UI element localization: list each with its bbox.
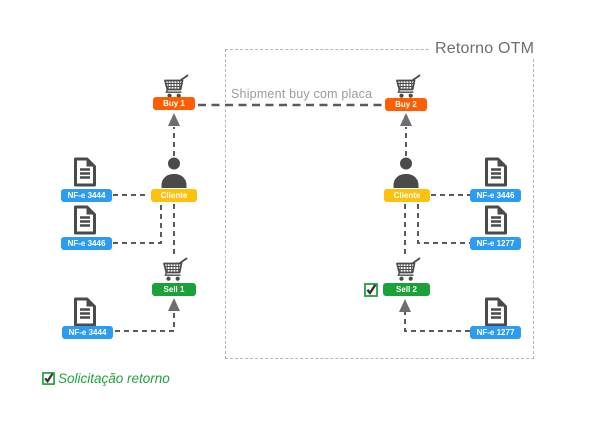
nfe-1277-mid-badge: NF-e 1277 [470,237,521,250]
document-icon [71,156,99,188]
document-icon [482,296,510,328]
retorno-otm-box [225,49,534,359]
arrow-up-icon [400,113,412,126]
cart-icon [392,74,421,99]
wire-cliente2-nfe1277 [417,204,470,244]
sell1-badge: Sell 1 [152,283,196,296]
sell2-badge: Sell 2 [383,283,430,296]
person-icon [160,157,188,188]
cart-icon [159,257,188,282]
legend: Solicitação retorno [42,371,170,386]
wire-nfe3444b-sell1 [115,312,175,332]
nfe-3446-left-badge: NF-e 3446 [61,237,112,250]
legend-label: Solicitação retorno [58,371,170,386]
arrow-up-icon [168,113,180,126]
buy2-badge: Buy 2 [385,98,427,111]
wire-nfe3446-cliente1 [113,204,162,244]
nfe-3444-bottom-badge: NF-e 3444 [62,326,113,339]
checkbox-icon [364,283,378,297]
document-icon [482,204,510,236]
cliente1-badge: Cliente [151,189,197,202]
retorno-otm-label: Retorno OTM [429,39,541,58]
buy1-badge: Buy 1 [153,97,195,110]
nfe-3444-top-badge: NF-e 3444 [61,189,112,202]
person-icon [392,157,420,188]
nfe-1277-bottom-badge: NF-e 1277 [470,326,521,339]
arrow-up-icon [399,299,411,312]
shipment-label: Shipment buy com placa [231,87,373,101]
cart-icon [160,74,189,99]
checkbox-icon [42,372,55,385]
arrow-up-icon [168,298,180,311]
cart-icon [392,257,421,282]
wire-nfe1277b-sell2 [404,312,470,332]
cliente2-badge: Cliente [384,189,430,202]
document-icon [482,156,510,188]
document-icon [71,204,99,236]
nfe-3446-right-badge: NF-e 3446 [470,189,521,202]
document-icon [71,296,99,328]
